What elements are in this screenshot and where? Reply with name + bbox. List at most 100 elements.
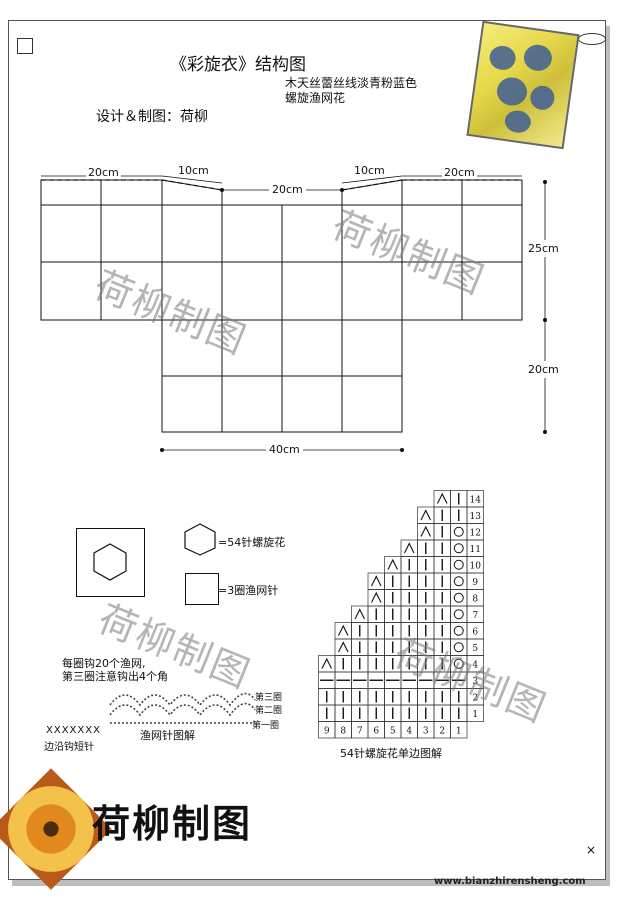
motif-square [76, 528, 145, 597]
dim-left-10: 10cm [176, 164, 211, 177]
row-number: 7 [472, 611, 478, 621]
chart-cell [450, 556, 468, 574]
edge-x-marks: XXXXXXX [46, 725, 101, 736]
corner-square-mark [17, 38, 33, 54]
dim-left-20: 20cm [86, 166, 121, 179]
footer-close-mark: × [586, 843, 597, 857]
row-number: 14 [470, 496, 482, 506]
chart-ring-symbol [453, 642, 464, 653]
dim-right-10: 10cm [352, 164, 387, 177]
hexagon-legend-icon [184, 523, 216, 556]
col-number: 6 [373, 727, 379, 737]
motif-hexagon [93, 543, 127, 581]
chart-decrease-symbol [354, 608, 365, 620]
hexagon-legend-text: =54针螺旋花 [218, 536, 286, 549]
dimension-line [161, 175, 223, 184]
col-number: 2 [439, 727, 445, 737]
row-number: 6 [472, 628, 478, 638]
dimension-dot [543, 318, 547, 322]
dim-neck-20: 20cm [269, 183, 306, 196]
col-number: 1 [456, 727, 462, 737]
site-url: www.bianzhirensheng.com [434, 876, 586, 887]
diagram-title: 《彩旋衣》结构图 [170, 55, 306, 75]
chart-decrease-symbol [338, 624, 349, 636]
chart-decrease-symbol [387, 558, 398, 570]
dimension-dot [220, 188, 224, 192]
row-number: 11 [470, 545, 481, 555]
garment-outline [40, 179, 523, 433]
col-number: 4 [406, 727, 412, 737]
chart-cell [450, 622, 468, 640]
brand-text: 荷柳制图 [92, 802, 253, 846]
chart-decrease-symbol [420, 525, 431, 537]
square-legend-text: =3圈渔网针 [218, 584, 279, 597]
chart-ring-symbol [453, 526, 464, 537]
dim-bottom-40: 40cm [266, 443, 303, 456]
chart-ring-symbol [453, 543, 464, 554]
net-stitch-caption: 渔网针图解 [140, 729, 195, 742]
dimension-dot [160, 448, 164, 452]
row-number: 8 [472, 595, 478, 605]
dimension-dot [400, 448, 404, 452]
col-number: 5 [390, 727, 396, 737]
material-line-2: 螺旋渔网花 [285, 91, 346, 105]
net-note-line-2: 第三圈注意钩出4个角 [62, 670, 168, 683]
col-number: 8 [340, 727, 346, 737]
net-round-3 [109, 692, 256, 707]
dimension-line [341, 175, 403, 184]
dimension-dot [543, 180, 547, 184]
chart-decrease-symbol [437, 492, 448, 504]
material-text: 木天丝蕾丝线淡青粉蓝色 螺旋渔网花 [285, 76, 417, 106]
dim-right-20: 20cm [442, 166, 477, 179]
chart-ring-symbol [453, 658, 464, 669]
chart-decrease-symbol [371, 575, 382, 587]
chart-cell [450, 589, 468, 607]
net-stitch-illustration [109, 692, 256, 724]
shoulder-dash [341, 179, 403, 191]
chart-decrease-symbol [404, 542, 415, 554]
chart-cell [450, 605, 468, 623]
dim-height-25: 25cm [528, 240, 559, 257]
material-line-1: 木天丝蕾丝线淡青粉蓝色 [285, 76, 418, 90]
chart-ring-symbol [453, 576, 464, 587]
dimension-dot [543, 430, 547, 434]
row-number: 2 [472, 694, 478, 704]
square-legend-icon [185, 573, 219, 605]
round-3-label: 第三圈 [255, 693, 283, 703]
row-number-cell [466, 704, 484, 722]
round-2-label: 第二圈 [255, 706, 283, 716]
net-note-line-1: 每圈钩20个渔网, [62, 657, 146, 670]
row-number: 5 [472, 644, 478, 654]
row-number: 12 [470, 529, 481, 539]
row-number: 9 [472, 578, 478, 588]
chart-cell [450, 523, 468, 541]
row-number: 3 [472, 677, 478, 687]
stitch-chart-caption: 54针螺旋花单边图解 [340, 747, 442, 760]
chart-cell [450, 572, 468, 590]
round-1-label: 第一圈 [252, 721, 280, 731]
col-number: 3 [423, 727, 429, 737]
chart-ring-symbol [453, 559, 464, 570]
chart-decrease-symbol [420, 509, 431, 521]
dimension-dot [340, 188, 344, 192]
chart-ring-symbol [453, 592, 464, 603]
dim-height-20: 20cm [528, 361, 559, 378]
row-number: 10 [470, 562, 482, 572]
net-round-2 [109, 702, 256, 717]
chart-decrease-symbol [371, 591, 382, 603]
chart-decrease-symbol [321, 657, 332, 669]
edge-caption: 边沿钩短针 [44, 742, 94, 753]
chart-cell [450, 539, 468, 557]
designer-credit: 设计＆制图：荷柳 [96, 109, 208, 125]
col-number: 7 [357, 727, 363, 737]
chart-ring-symbol [453, 609, 464, 620]
col-number: 9 [324, 727, 330, 737]
col-number-cell [450, 721, 468, 739]
row-number: 4 [472, 661, 478, 671]
row-number: 1 [472, 710, 478, 720]
motif-legend-graphic [76, 528, 145, 597]
shoulder-dash [161, 179, 223, 191]
row-number: 13 [470, 512, 482, 522]
